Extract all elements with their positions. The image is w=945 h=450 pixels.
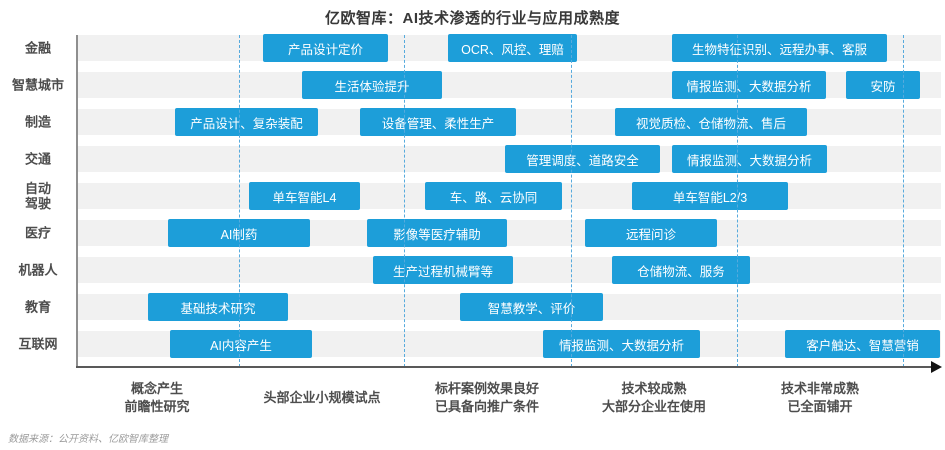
source-note: 数据来源：公开资料、亿欧智库整理 (8, 434, 168, 445)
activity-bar: OCR、风控、理赔 (448, 34, 577, 62)
activity-bar: 单车智能L4 (249, 182, 360, 210)
activity-bar: 安防 (846, 71, 920, 99)
industry-label: 教育 (24, 299, 51, 315)
activity-bar: 远程问诊 (585, 219, 717, 247)
industry-label: 制造 (24, 114, 51, 130)
activity-bar: 影像等医疗辅助 (367, 219, 507, 247)
activity-bar: 视觉质检、仓储物流、售后 (615, 108, 807, 136)
stage-divider-line (404, 35, 405, 367)
activity-bar: 智慧教学、评价 (460, 293, 603, 321)
stage-label-line: 技术非常成熟 (780, 381, 860, 396)
activity-bar: 情报监测、大数据分析 (672, 145, 827, 173)
stage-label-line: 已具备向推广条件 (434, 399, 540, 414)
activity-bar: 车、路、云协同 (425, 182, 562, 210)
stage-label-line: 已全面铺开 (787, 399, 853, 414)
stage-label-line: 大部分企业在使用 (601, 399, 707, 414)
activity-bar: 产品设计、复杂装配 (175, 108, 318, 136)
industry-label: 机器人 (18, 262, 58, 278)
stage-label-line: 概念产生 (130, 381, 184, 396)
stage-label-line: 标杆案例效果良好 (434, 381, 540, 396)
stage-label: 技术非常成熟已全面铺开 (781, 375, 859, 421)
stage-label-line: 前瞻性研究 (124, 399, 190, 414)
stage-divider-line (903, 35, 904, 367)
y-axis-line (76, 35, 78, 367)
activity-bar: 基础技术研究 (148, 293, 288, 321)
industry-label: 金融 (24, 40, 51, 56)
activity-bar: 生产过程机械臂等 (373, 256, 513, 284)
x-axis-arrow-icon (931, 361, 942, 373)
x-axis-line (76, 366, 932, 368)
stage-divider-line (239, 35, 240, 367)
stage-divider-line (571, 35, 572, 367)
stage-divider-line (737, 35, 738, 367)
activity-bar: 生物特征识别、远程办事、客服 (672, 34, 887, 62)
activity-bar: 情报监测、大数据分析 (543, 330, 700, 358)
stage-label: 标杆案例效果良好已具备向推广条件 (435, 375, 539, 421)
activity-bar: 设备管理、柔性生产 (360, 108, 516, 136)
activity-bar: AI内容产生 (170, 330, 312, 358)
chart-title: 亿欧智库：AI技术渗透的行业与应用成熟度 (324, 10, 620, 27)
industry-label: 交通 (24, 151, 51, 167)
activity-bar: 客户触达、智慧营销 (785, 330, 940, 358)
stage-label-line: 头部企业小规模试点 (263, 390, 381, 405)
activity-bar: 产品设计定价 (263, 34, 388, 62)
industry-label: 互联网 (18, 336, 58, 352)
activity-bar: 情报监测、大数据分析 (672, 71, 826, 99)
stage-label: 概念产生前瞻性研究 (124, 375, 189, 421)
industry-label: 医疗 (24, 225, 51, 241)
stage-label-line: 技术较成熟 (621, 381, 687, 396)
industry-label: 自动 驾驶 (24, 181, 51, 211)
activity-bar: 生活体验提升 (302, 71, 442, 99)
activity-bar: 单车智能L2/3 (632, 182, 788, 210)
stage-label: 头部企业小规模试点 (263, 375, 380, 421)
activity-bar: 管理调度、道路安全 (505, 145, 660, 173)
stage-label: 技术较成熟大部分企业在使用 (602, 375, 706, 421)
industry-label: 智慧城市 (11, 77, 64, 93)
activity-bar: 仓储物流、服务 (612, 256, 750, 284)
